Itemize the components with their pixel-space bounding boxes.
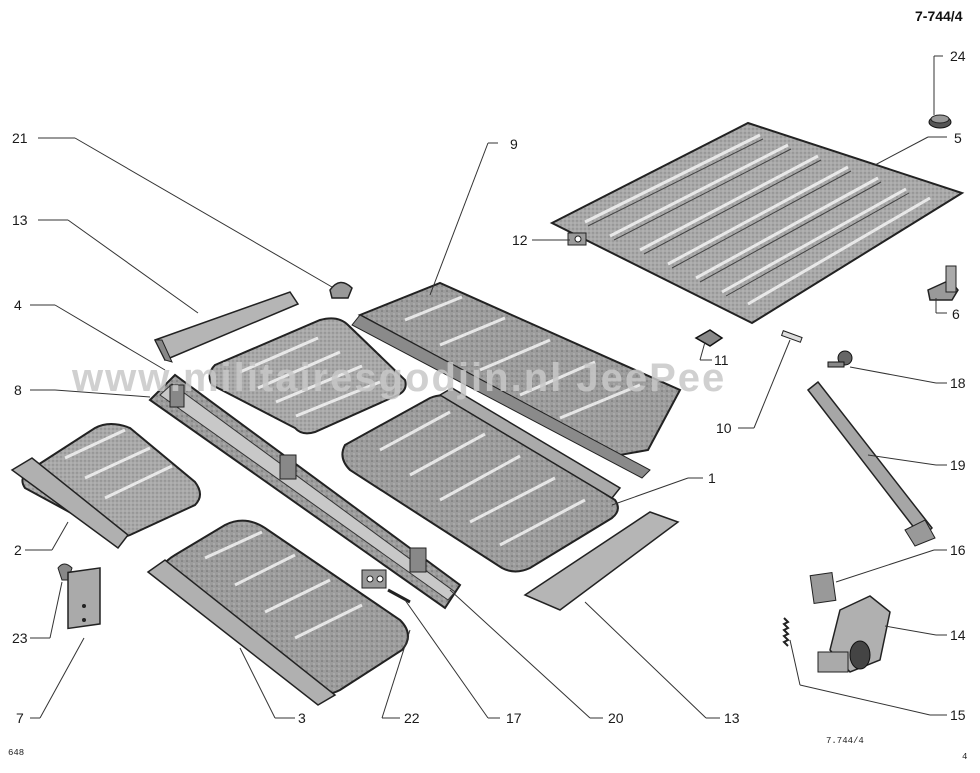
part-19-strap: [806, 380, 936, 547]
part-16-plate: [809, 572, 837, 604]
callout-5: 5: [954, 130, 962, 146]
callout-8: 8: [14, 382, 22, 398]
callout-18: 18: [950, 375, 966, 391]
leader-lines: [25, 55, 947, 719]
callout-22: 22: [404, 710, 420, 726]
part-11-clip: [694, 329, 724, 347]
callout-13-lower: 13: [724, 710, 740, 726]
part-6-bracket: [927, 265, 959, 301]
part-13-lower-rail: [523, 511, 680, 611]
callout-16: 16: [950, 542, 966, 558]
part-17-bracket: [361, 569, 411, 604]
callout-10: 10: [716, 420, 732, 436]
part-4-left-panel: [208, 317, 407, 435]
part-15-spring: [782, 617, 790, 647]
footer-right-mark: 4: [962, 752, 968, 762]
callout-4: 4: [14, 297, 22, 313]
part-7-hinge: [67, 567, 101, 630]
callout-14: 14: [950, 627, 966, 643]
callout-2: 2: [14, 542, 22, 558]
callout-20: 20: [608, 710, 624, 726]
footer-left-code: 648: [8, 748, 25, 758]
callout-11: 11: [714, 352, 729, 368]
callout-7: 7: [16, 710, 24, 726]
part-8-cross-member: [148, 373, 462, 610]
part-12-hinge-bracket: [567, 232, 587, 246]
part-18-knob: [827, 350, 853, 368]
callout-23: 23: [12, 630, 28, 646]
part-3-lower-tray: [146, 519, 409, 706]
footer-center-code: 7.744/4: [826, 736, 864, 746]
callout-19: 19: [950, 457, 966, 473]
part-13-upper-rail: [153, 291, 300, 363]
callout-6: 6: [952, 306, 960, 322]
callout-24: 24: [950, 48, 966, 64]
part-10-pin: [780, 330, 803, 343]
callout-13-upper: 13: [12, 212, 28, 228]
sheet-number: 7-744/4: [915, 8, 963, 24]
callout-9: 9: [510, 136, 518, 152]
part-1-right-panel: [341, 394, 619, 573]
callout-1: 1: [708, 470, 716, 486]
callout-12: 12: [512, 232, 528, 248]
callout-3: 3: [298, 710, 306, 726]
part-9-center-floor-panel: [351, 281, 682, 479]
part-24-plug: [928, 114, 952, 129]
callout-17: 17: [506, 710, 522, 726]
part-20-long-bar: [438, 387, 622, 499]
part-5-rear-floor-panel: [549, 121, 965, 325]
callout-15: 15: [950, 707, 966, 723]
callout-21: 21: [12, 130, 28, 146]
part-2-left-tray: [10, 423, 201, 550]
watermark: www.militairesgodjin.nl JeePee: [72, 356, 727, 400]
part-21-clip: [329, 281, 353, 299]
part-14-latch: [817, 595, 891, 673]
